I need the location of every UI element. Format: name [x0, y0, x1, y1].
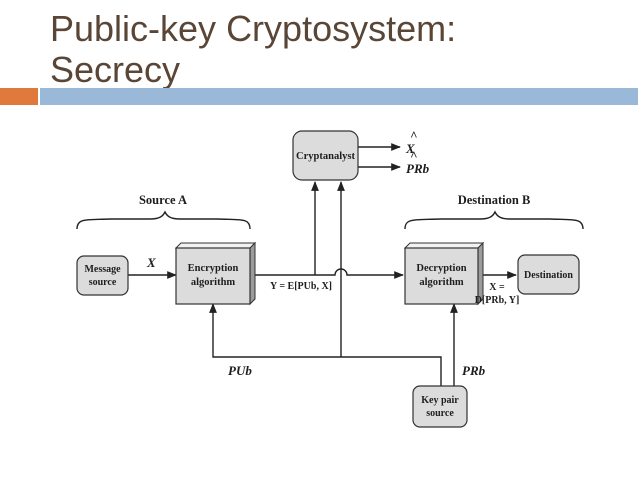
- public-key-label: PUb: [228, 363, 252, 378]
- destination-label: Destination: [524, 270, 573, 281]
- key-pair-label-line-1: Key pair: [421, 395, 459, 406]
- destination-b-header: Destination B: [458, 193, 531, 207]
- private-key-label: PRb: [462, 363, 486, 378]
- key-pair-label-line-2: source: [426, 408, 454, 419]
- encryption-algorithm-box: Encryption algorithm: [174, 241, 257, 306]
- destination-b-brace: [404, 210, 584, 230]
- plaintext-output-label-line-2: D[PRb, Y]: [475, 295, 520, 306]
- plaintext-output-label-line-1: X =: [489, 282, 505, 293]
- encryption-label-line-1: Encryption: [188, 263, 239, 274]
- estimate-x-label: X: [405, 141, 415, 156]
- source-a-brace: [76, 210, 251, 230]
- slide-title-line-1: Public-key Cryptosystem:: [50, 8, 457, 49]
- estimate-pr-label: PRb: [406, 161, 430, 176]
- message-source-label-line-2: source: [89, 277, 117, 288]
- title-underline-orange: [0, 88, 38, 105]
- decryption-label-line-2: algorithm: [419, 277, 464, 288]
- destination-box: Destination: [517, 254, 580, 295]
- public-key-arrow: [209, 303, 442, 386]
- decryption-algorithm-box: Decryption algorithm: [403, 241, 485, 306]
- source-a-header: Source A: [139, 193, 187, 207]
- estimate-pr-hat: ^: [410, 148, 417, 163]
- ciphertext-label: Y = E[PUb, X]: [270, 281, 332, 292]
- estimate-x-hat: ^: [410, 128, 417, 143]
- encryption-label-line-2: algorithm: [191, 277, 236, 288]
- message-source-label-line-1: Message: [84, 264, 121, 275]
- key-pair-source-box: Key pair source: [412, 385, 468, 428]
- plaintext-x-label: X: [146, 255, 156, 270]
- slide-title-line-2: Secrecy: [50, 49, 181, 90]
- ciphertext-arrow: [250, 268, 404, 279]
- cryptanalyst-box: Cryptanalyst: [292, 130, 359, 181]
- message-source-box: Message source: [76, 255, 129, 296]
- cryptanalyst-label: Cryptanalyst: [296, 151, 355, 162]
- decryption-label-line-1: Decryption: [416, 263, 466, 274]
- slide-title: Public-key Cryptosystem: Secrecy: [50, 8, 456, 90]
- title-underline-blue: [40, 88, 638, 105]
